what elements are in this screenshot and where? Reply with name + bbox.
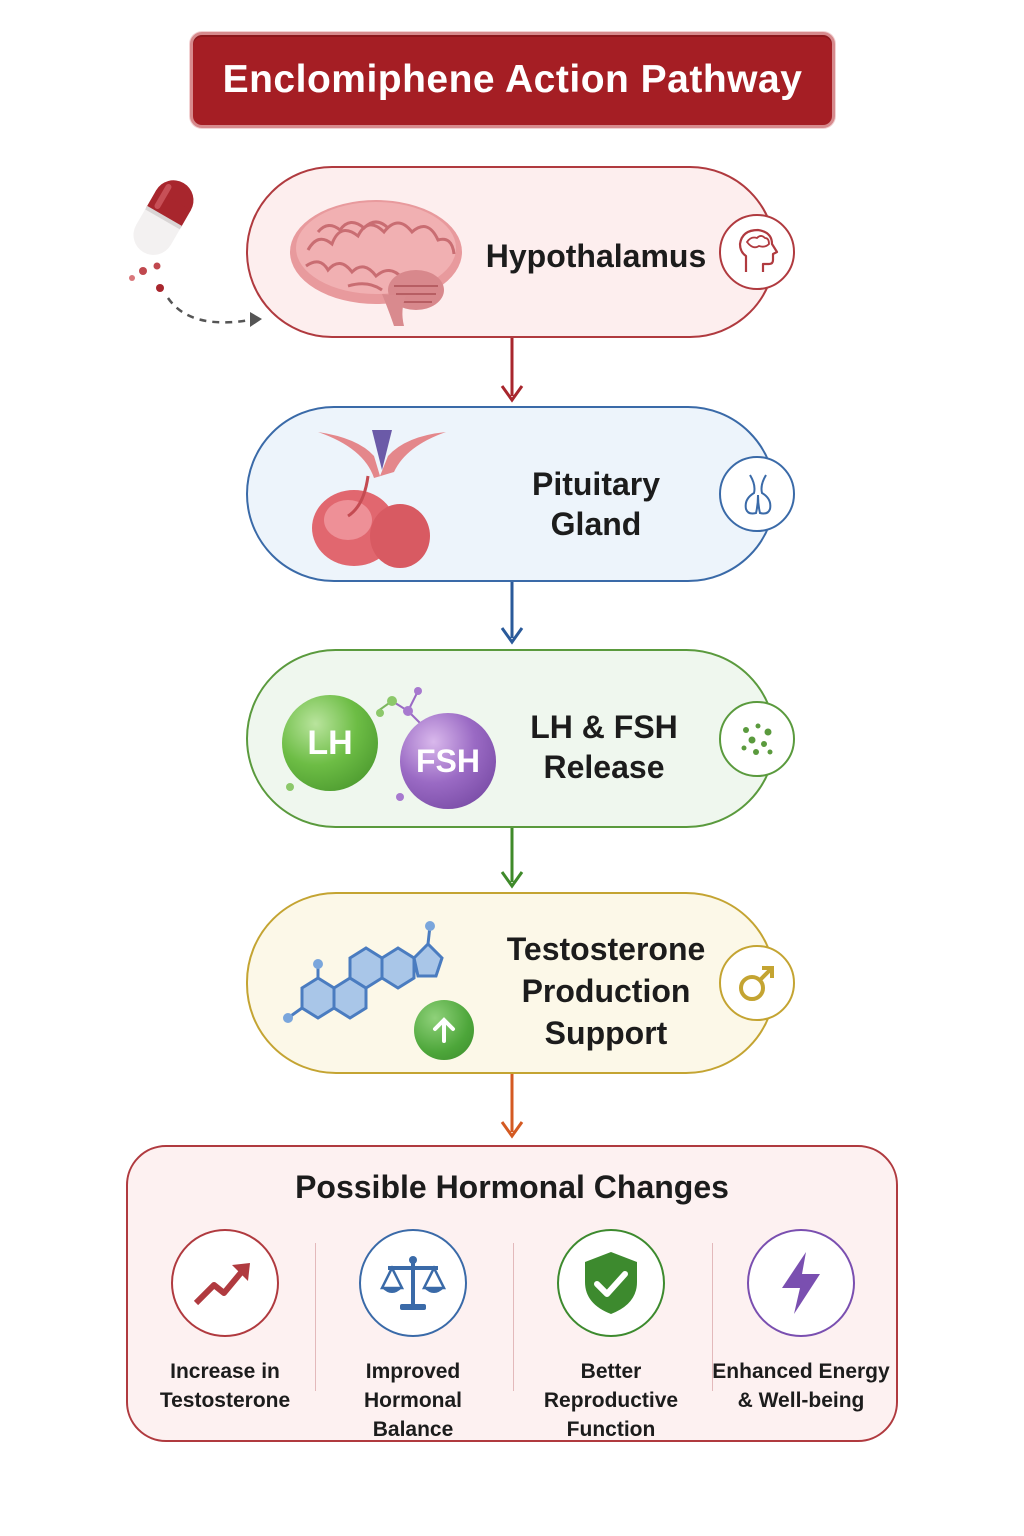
flow-arrow: [500, 338, 524, 403]
stage-label: Testosterone Production Support: [506, 931, 706, 1051]
benefit-label: Improved Hormonal Balance: [363, 1360, 462, 1441]
flow-arrow: [500, 582, 524, 645]
shield-check-icon: [557, 1229, 665, 1337]
capsule-pill-icon: [129, 180, 262, 327]
trend-up-arrow-icon: [171, 1229, 279, 1337]
summary-card: Possible Hormonal Changes Increase in Te…: [126, 1145, 898, 1442]
stage-pituitary-gland: Pituitary Gland: [246, 406, 795, 582]
pituitary-gland-icon: [312, 430, 446, 568]
stage-label: Hypothalamus: [485, 238, 707, 274]
stage-label: Pituitary Gland: [531, 466, 661, 542]
brain-icon: [290, 200, 462, 326]
title-banner: Enclomiphene Action Pathway: [190, 32, 835, 128]
male-symbol-icon: [719, 945, 795, 1021]
lh-hormone-sphere: LH: [282, 695, 378, 791]
benefit-label: Better Reproductive Function: [543, 1360, 679, 1441]
benefit-reproductive-function: Better Reproductive Function: [516, 1229, 706, 1444]
stage-hypothalamus: Hypothalamus: [246, 166, 795, 338]
stage-testosterone-production: Testosterone Production Support: [246, 892, 795, 1074]
dots-circle-icon: [719, 700, 795, 777]
steroid-molecule-icon: [283, 921, 444, 1023]
flow-arrow: [500, 828, 524, 889]
summary-title: Possible Hormonal Changes: [295, 1169, 729, 1205]
benefit-hormonal-balance: Improved Hormonal Balance: [318, 1229, 508, 1444]
lightning-bolt-icon: [747, 1229, 855, 1337]
scales-icon: [359, 1229, 467, 1337]
molecule-links-icon: [286, 687, 422, 801]
fsh-hormone-sphere: FSH: [400, 713, 496, 809]
stage-lh-fsh-release: LH FSH LH & FSH Release: [246, 649, 795, 828]
flow-arrow: [500, 1074, 524, 1139]
divider: [513, 1243, 514, 1391]
stage-label: LH & FSH Release: [530, 709, 678, 785]
gland-outline-icon: [719, 456, 795, 532]
increase-arrow-icon: [414, 1000, 474, 1060]
page-title: Enclomiphene Action Pathway: [222, 58, 803, 101]
head-profile-icon: [719, 214, 795, 290]
benefit-label: Enhanced Energy & Well-being: [712, 1360, 890, 1412]
benefit-energy-wellbeing: Enhanced Energy & Well-being: [706, 1229, 896, 1415]
divider: [712, 1243, 713, 1391]
divider: [315, 1243, 316, 1391]
benefit-increase-testosterone: Increase in Testosterone: [130, 1229, 320, 1415]
benefit-label: Increase in Testosterone: [159, 1360, 291, 1412]
